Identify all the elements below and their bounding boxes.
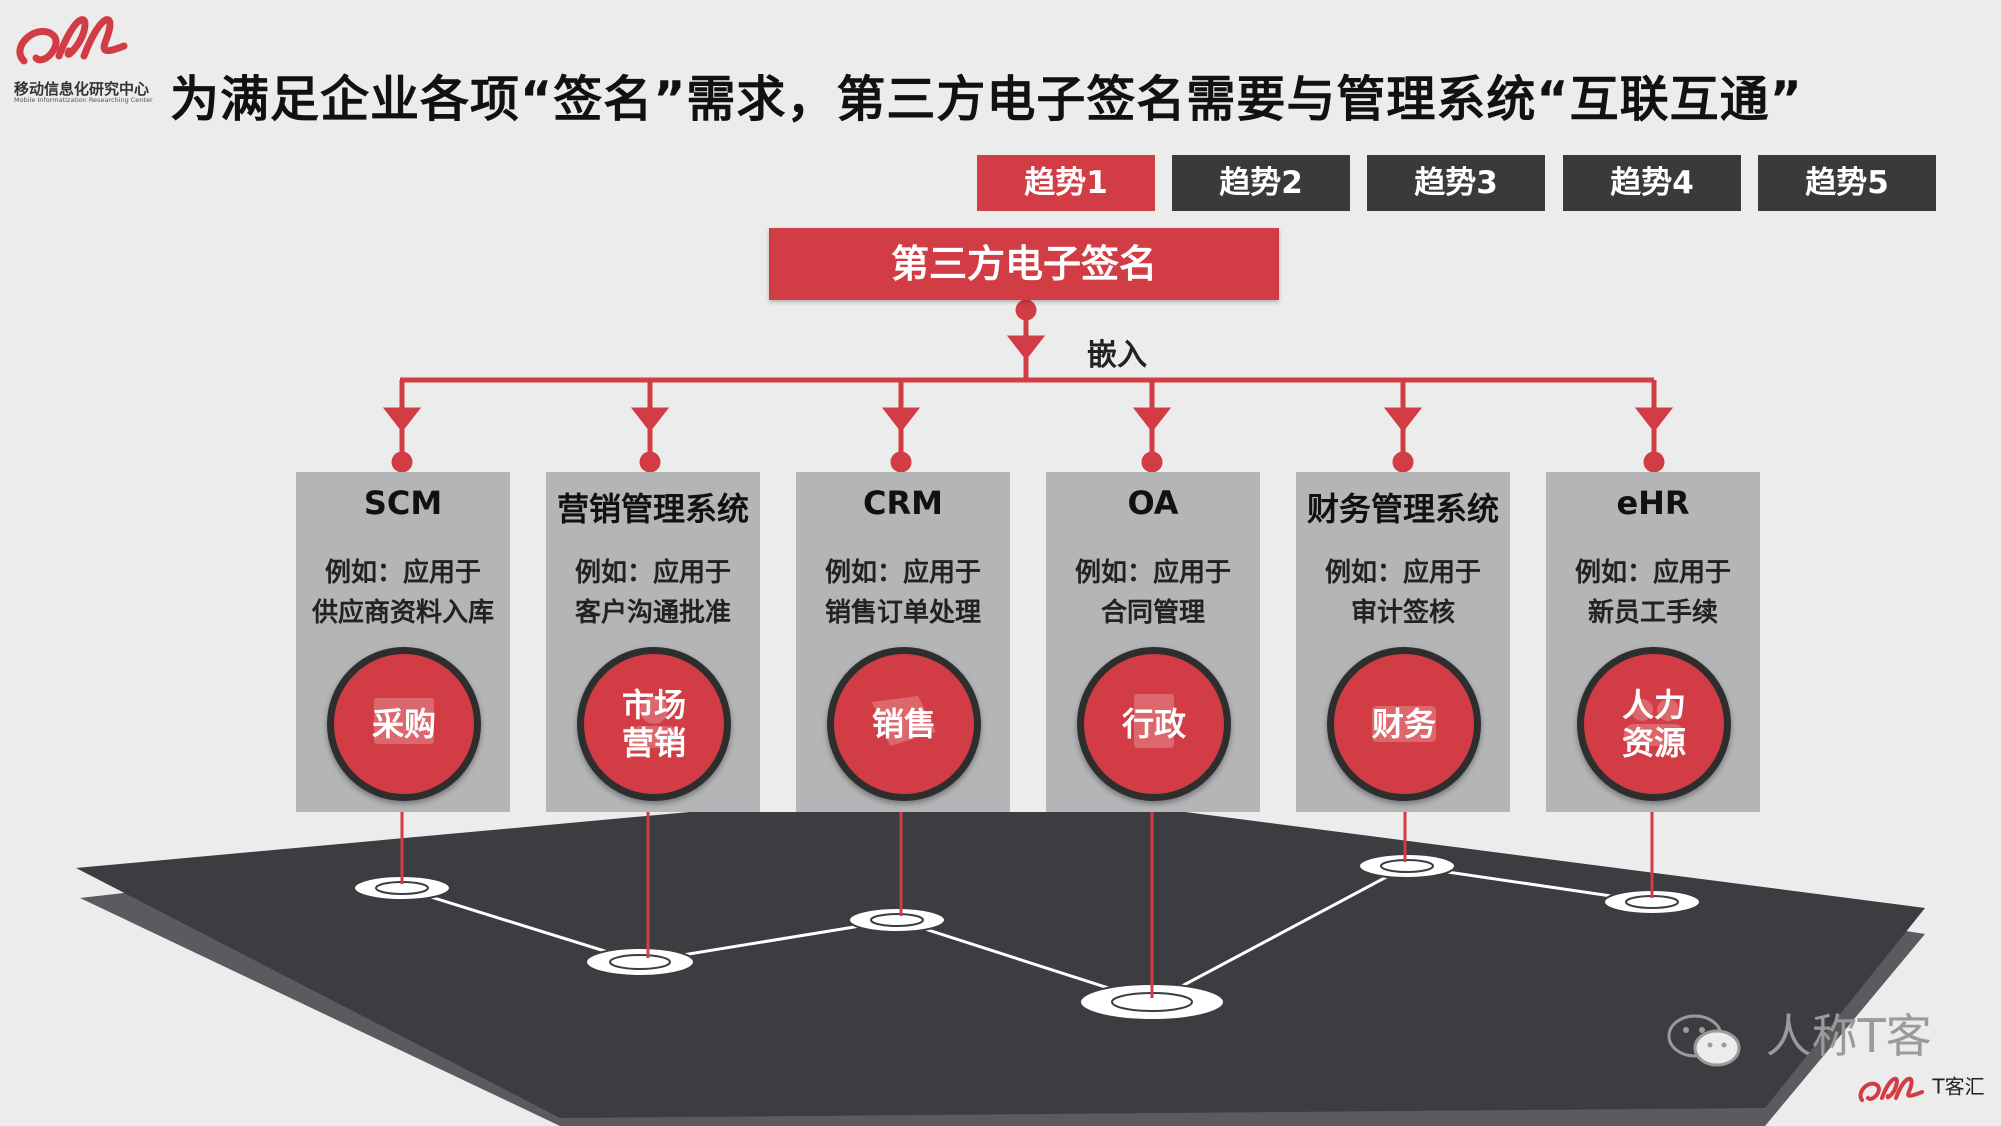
user-icon — [630, 696, 678, 748]
card-example-text: 新员工手续 — [1587, 598, 1718, 628]
system-card-finance: 财务管理系统 例如：应用于 审计签核 财务 — [1296, 472, 1510, 812]
logo-subtext: Mobile Informatization Researching Cente… — [14, 96, 153, 104]
card-title: 财务管理系统 — [1306, 490, 1499, 528]
function-label: 销售 — [871, 705, 936, 743]
money-icon — [1372, 706, 1436, 742]
function-circle: 采购 — [327, 647, 481, 801]
footer-script-icon — [1858, 1076, 1924, 1102]
logo-text: 移动信息化研究中心 — [14, 80, 150, 98]
system-card-marketing: 营销管理系统 例如：应用于 客户沟通批准 市场营销 — [546, 472, 760, 812]
function-label: 采购 — [371, 705, 436, 743]
card-title: OA — [1127, 484, 1179, 522]
watermark: 人称T客 — [1665, 1000, 1932, 1068]
function-circle: 人力资源 — [1577, 647, 1731, 801]
function-label: 行政 — [1121, 705, 1186, 743]
function-circle: 市场营销 — [577, 647, 731, 801]
system-card-crm: CRM 例如：应用于 销售订单处理 销售 — [796, 472, 1010, 812]
card-example-text: 客户沟通批准 — [574, 598, 731, 628]
tab-trend-3[interactable]: 趋势3 — [1367, 155, 1545, 211]
folder-icon — [1134, 694, 1174, 748]
card-example-label: 例如：应用于 — [1074, 558, 1231, 588]
card-example-label: 例如：应用于 — [824, 558, 981, 588]
function-label: 人力资源 — [1621, 686, 1686, 762]
system-card-oa: OA 例如：应用于 合同管理 行政 — [1046, 472, 1260, 812]
function-circle: 财务 — [1327, 647, 1481, 801]
connector-label: 嵌入 — [1087, 338, 1147, 373]
card-example-text: 销售订单处理 — [824, 598, 981, 628]
card-example-label: 例如：应用于 — [324, 558, 481, 588]
card-example-text: 合同管理 — [1100, 598, 1205, 628]
document-icon — [374, 698, 434, 744]
tag-icon — [872, 696, 936, 746]
card-title: CRM — [863, 484, 943, 522]
card-title: eHR — [1616, 484, 1690, 522]
logo-script-icon — [16, 16, 128, 65]
system-card-ehr: eHR 例如：应用于 新员工手续 人力资源 — [1546, 472, 1760, 812]
system-card-scm: SCM 例如：应用于 供应商资料入库 采购 — [296, 472, 510, 812]
tab-trend-5[interactable]: 趋势5 — [1758, 155, 1936, 211]
page-title: 为满足企业各项“签名”需求，第三方电子签名需要与管理系统“互联互通” — [170, 71, 1803, 128]
tab-trend-4[interactable]: 趋势4 — [1563, 155, 1741, 211]
function-circle: 销售 — [827, 647, 981, 801]
card-title: SCM — [363, 484, 443, 522]
people-icon — [1624, 699, 1684, 746]
footer-logo-text: T客汇 — [1932, 1074, 1985, 1099]
function-label: 市场营销 — [621, 686, 686, 762]
tab-trend-1[interactable]: 趋势1 — [977, 155, 1155, 211]
function-circle: 行政 — [1077, 647, 1231, 801]
tab-trend-2[interactable]: 趋势2 — [1172, 155, 1350, 211]
card-example-label: 例如：应用于 — [1324, 558, 1481, 588]
watermark-text: 人称T客 — [1765, 1009, 1932, 1063]
footer-logo: T客汇 — [1856, 1070, 1985, 1106]
brand-logo: 移动信息化研究中心 Mobile Informatization Researc… — [14, 6, 164, 106]
wechat-icon — [1667, 1014, 1741, 1066]
card-title: 营销管理系统 — [556, 490, 749, 528]
root-node: 第三方电子签名 — [769, 228, 1279, 300]
function-label: 财务 — [1371, 705, 1436, 743]
card-example-text: 供应商资料入库 — [311, 598, 494, 628]
card-example-label: 例如：应用于 — [1574, 558, 1731, 588]
card-example-label: 例如：应用于 — [574, 558, 731, 588]
card-example-text: 审计签核 — [1350, 598, 1455, 628]
